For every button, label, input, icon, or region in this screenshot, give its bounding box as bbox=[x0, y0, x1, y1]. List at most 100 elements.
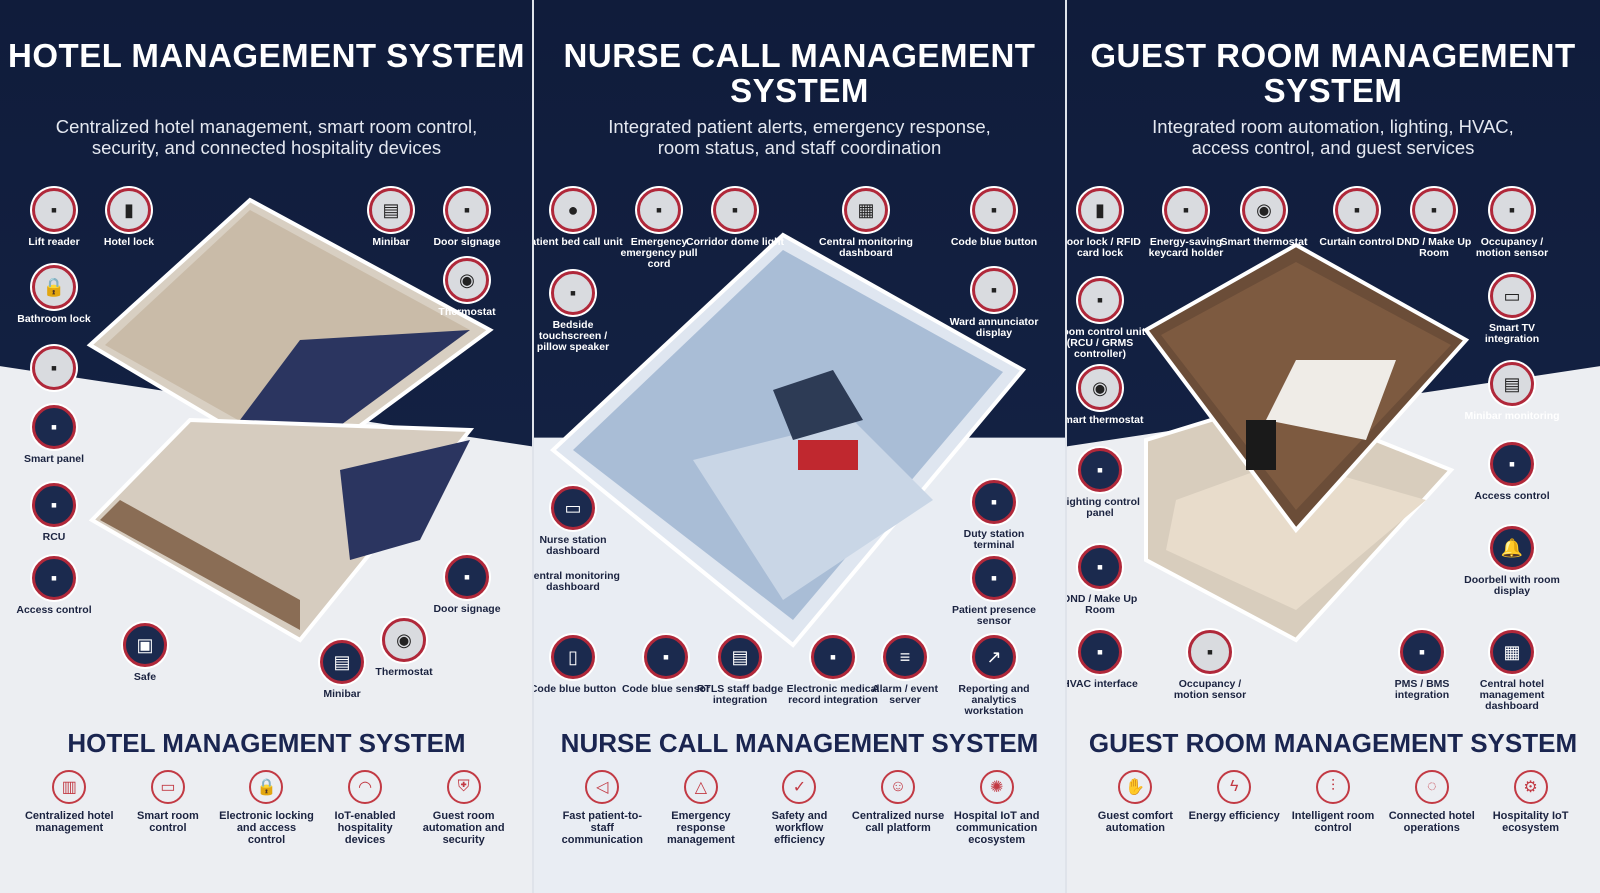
thermostat-icon: ◉ bbox=[382, 618, 426, 662]
divider bbox=[1065, 0, 1067, 893]
door-signage-icon: ▪ bbox=[445, 188, 489, 232]
feature-item: ⫶Intelligent room control bbox=[1285, 770, 1381, 834]
device-label: Ward annunciator display bbox=[949, 316, 1039, 339]
device-label: Emergency emergency pull cord bbox=[620, 236, 698, 270]
device-callout: ▪ Lift reader bbox=[4, 188, 104, 248]
feature-label: Centralized nurse call platform bbox=[851, 810, 945, 834]
motion-sensor-icon: ▪ bbox=[1188, 630, 1232, 674]
minibar-icon: ▤ bbox=[369, 188, 413, 232]
device-callout: ▪ Bedside touchscreen / pillow speaker bbox=[533, 271, 623, 353]
hotel-floorplan-illustration bbox=[86, 197, 494, 643]
feature-label: Safety and workflow efficiency bbox=[771, 810, 828, 846]
device-label: DND / Make Up Room bbox=[1396, 236, 1472, 259]
device-callout: ▪Energy-saving keycard holder bbox=[1136, 188, 1236, 259]
feature-item: ▭Smart room control bbox=[120, 770, 216, 846]
terminal-icon: ▪ bbox=[972, 480, 1016, 524]
device-callout: ▪Duty station terminal bbox=[944, 480, 1044, 551]
feature-item: ⛨Guest room automation and security bbox=[416, 770, 512, 846]
device-label: Door signage bbox=[433, 603, 501, 615]
panel-title: HOTEL MANAGEMENT SYSTEM bbox=[8, 37, 525, 74]
bell-icon: 🔔 bbox=[1490, 526, 1534, 570]
device-callout: ▪Corridor dome light bbox=[685, 188, 785, 248]
guest-room-panel: GUEST ROOM MANAGEMENT SYSTEM Integrated … bbox=[1066, 0, 1600, 893]
nurse-call-panel: NURSE CALL MANAGEMENT SYSTEM Integrated … bbox=[533, 0, 1066, 893]
device-callout: ▯Code blue button bbox=[533, 635, 623, 695]
feature-label: Smart room control bbox=[137, 810, 199, 834]
person-sensor-icon: ▪ bbox=[644, 635, 688, 679]
device-callout: ●Patient bed call unit bbox=[533, 188, 623, 248]
device-label: Thermostat bbox=[438, 306, 496, 318]
feature-item: ☺ Centralized nurse call platform bbox=[850, 770, 946, 846]
lighting-panel-icon: ▪ bbox=[1078, 448, 1122, 492]
device-label: Access control bbox=[16, 604, 92, 616]
device-callout: ▭Nurse station dashboard bbox=[533, 486, 623, 557]
device-label: DND / Make Up Room bbox=[1066, 593, 1138, 616]
divider bbox=[532, 0, 534, 893]
device-label: Smart panel bbox=[23, 453, 85, 465]
guest-room-illustration bbox=[1143, 242, 1470, 643]
feature-label: Hospitality IoT ecosystem bbox=[1492, 810, 1569, 834]
device-label: Room control unit (RCU / GRMS controller… bbox=[1066, 326, 1146, 360]
device-callout: ▪ bbox=[4, 346, 104, 395]
device-callout: ▮Hotel lock bbox=[79, 188, 179, 248]
feature-item: ✺ Hospital IoT and communication ecosyste… bbox=[949, 770, 1045, 846]
device-callout: ▪Smart panel bbox=[4, 405, 104, 465]
panel-subtitle: Integrated room automation, lighting, HV… bbox=[1152, 116, 1514, 158]
feature-label: Connected hotel operations bbox=[1388, 810, 1475, 834]
device-label: Reporting and analytics workstation bbox=[958, 683, 1030, 717]
bottom-title: GUEST ROOM MANAGEMENT SYSTEM bbox=[1088, 728, 1578, 758]
device-label: Door lock / RFID card lock bbox=[1066, 236, 1141, 259]
network-gear-icon: ✺ bbox=[979, 770, 1014, 804]
device-callout: ◉Thermostat bbox=[417, 258, 517, 318]
feature-item: ▥Centralized hotel management bbox=[21, 770, 117, 846]
dnd-panel-icon: ▪ bbox=[1412, 188, 1456, 232]
hvac-icon: ▪ bbox=[1078, 630, 1122, 674]
device-label: Bedside touchscreen / pillow speaker bbox=[536, 319, 610, 353]
device-callout: ▭Smart TV integration bbox=[1462, 274, 1562, 345]
motion-sensor-icon: ▪ bbox=[1490, 188, 1534, 232]
device-callout: ▪Electronic medical record integration bbox=[783, 635, 883, 706]
feature-label: Energy efficiency bbox=[1188, 810, 1280, 822]
nurse-icon: ☺ bbox=[881, 770, 916, 804]
door-lock-icon: ▮ bbox=[107, 188, 151, 232]
feature-item: ✓Safety and workflow efficiency bbox=[751, 770, 847, 846]
device-callout: ▪Room control unit (RCU / GRMS controlle… bbox=[1066, 278, 1150, 360]
dashboard-icon: ▦ bbox=[1490, 630, 1534, 674]
bottom-title: NURSE CALL MANAGEMENT SYSTEM bbox=[560, 728, 1039, 758]
device-callout: ▪Occupancy / motion sensor bbox=[1160, 630, 1260, 701]
device-label: Code blue button bbox=[533, 683, 617, 695]
device-label: Central monitoring dashboard bbox=[819, 236, 913, 259]
device-label: Minibar monitoring bbox=[1464, 410, 1560, 422]
annunciator-icon: ▪ bbox=[972, 268, 1016, 312]
call-button-icon: ● bbox=[551, 188, 595, 232]
device-label: Door signage bbox=[433, 236, 501, 248]
monitor-icon: ▭ bbox=[551, 486, 595, 530]
lock-sensor-icon: ▪ bbox=[32, 346, 76, 390]
bottom-title: HOTEL MANAGEMENT SYSTEM bbox=[67, 728, 466, 758]
device-label: Minibar bbox=[323, 688, 361, 700]
card-reader-icon: ▪ bbox=[32, 188, 76, 232]
device-callout: ▦Central hotel management dashboard bbox=[1462, 630, 1562, 712]
device-callout: ▪Curtain control bbox=[1307, 188, 1407, 248]
access-control-icon: ▪ bbox=[1490, 442, 1534, 486]
dnd-panel-icon: ▪ bbox=[1078, 545, 1122, 589]
touchscreen-icon: ▪ bbox=[551, 271, 595, 315]
feature-label: Hospital IoT and communication ecosystem bbox=[953, 810, 1040, 846]
device-callout: ▪RCU bbox=[4, 483, 104, 543]
device-label: Electronic medical record integration bbox=[786, 683, 880, 706]
device-label: RTLS staff badge integration bbox=[696, 683, 784, 706]
device-label: Code blue button bbox=[950, 236, 1038, 248]
device-label: Lift reader bbox=[28, 236, 80, 248]
device-callout: ▪Code blue button bbox=[944, 188, 1044, 248]
dashboard-icon: ▦ bbox=[844, 188, 888, 232]
device-label: Bathroom lock bbox=[17, 313, 91, 325]
lock-icon: 🔒 bbox=[249, 770, 284, 804]
pull-cord-icon: ▪ bbox=[637, 188, 681, 232]
door-lock-icon: ▮ bbox=[1078, 188, 1122, 232]
device-label: Occupancy / motion sensor bbox=[1475, 236, 1549, 259]
building-icon: ▥ bbox=[52, 770, 87, 804]
device-callout: ▮ Door lock / RFID card lock bbox=[1066, 188, 1150, 259]
device-callout: ▤Minibar bbox=[292, 640, 392, 700]
panel-title: GUEST ROOM MANAGEMENT SYSTEM bbox=[1090, 37, 1576, 109]
panel-title: NURSE CALL MANAGEMENT SYSTEM bbox=[563, 37, 1036, 109]
